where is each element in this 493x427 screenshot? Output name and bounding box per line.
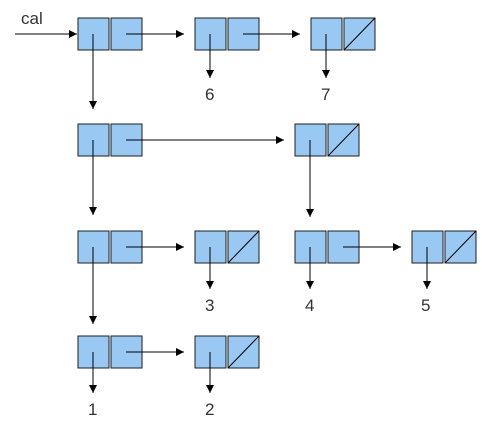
pair-g <box>194 230 260 264</box>
pair-c-nil-slash <box>343 17 376 51</box>
pair-i <box>411 230 477 264</box>
cal-label: cal <box>21 9 43 28</box>
value-label-1: 1 <box>88 400 97 419</box>
pair-g-nil-slash <box>227 230 260 264</box>
value-label-2: 2 <box>205 400 214 419</box>
value-label-5: 5 <box>421 296 430 315</box>
pair-e <box>294 123 360 157</box>
value-label-3: 3 <box>205 296 214 315</box>
pair-i-nil-slash <box>444 230 477 264</box>
pair-k <box>194 335 260 369</box>
pair-c <box>310 17 376 51</box>
value-label-7: 7 <box>321 85 330 104</box>
value-label-4: 4 <box>305 296 314 315</box>
pair-e-nil-slash <box>327 123 360 157</box>
pair-k-nil-slash <box>227 335 260 369</box>
value-label-6: 6 <box>205 85 214 104</box>
